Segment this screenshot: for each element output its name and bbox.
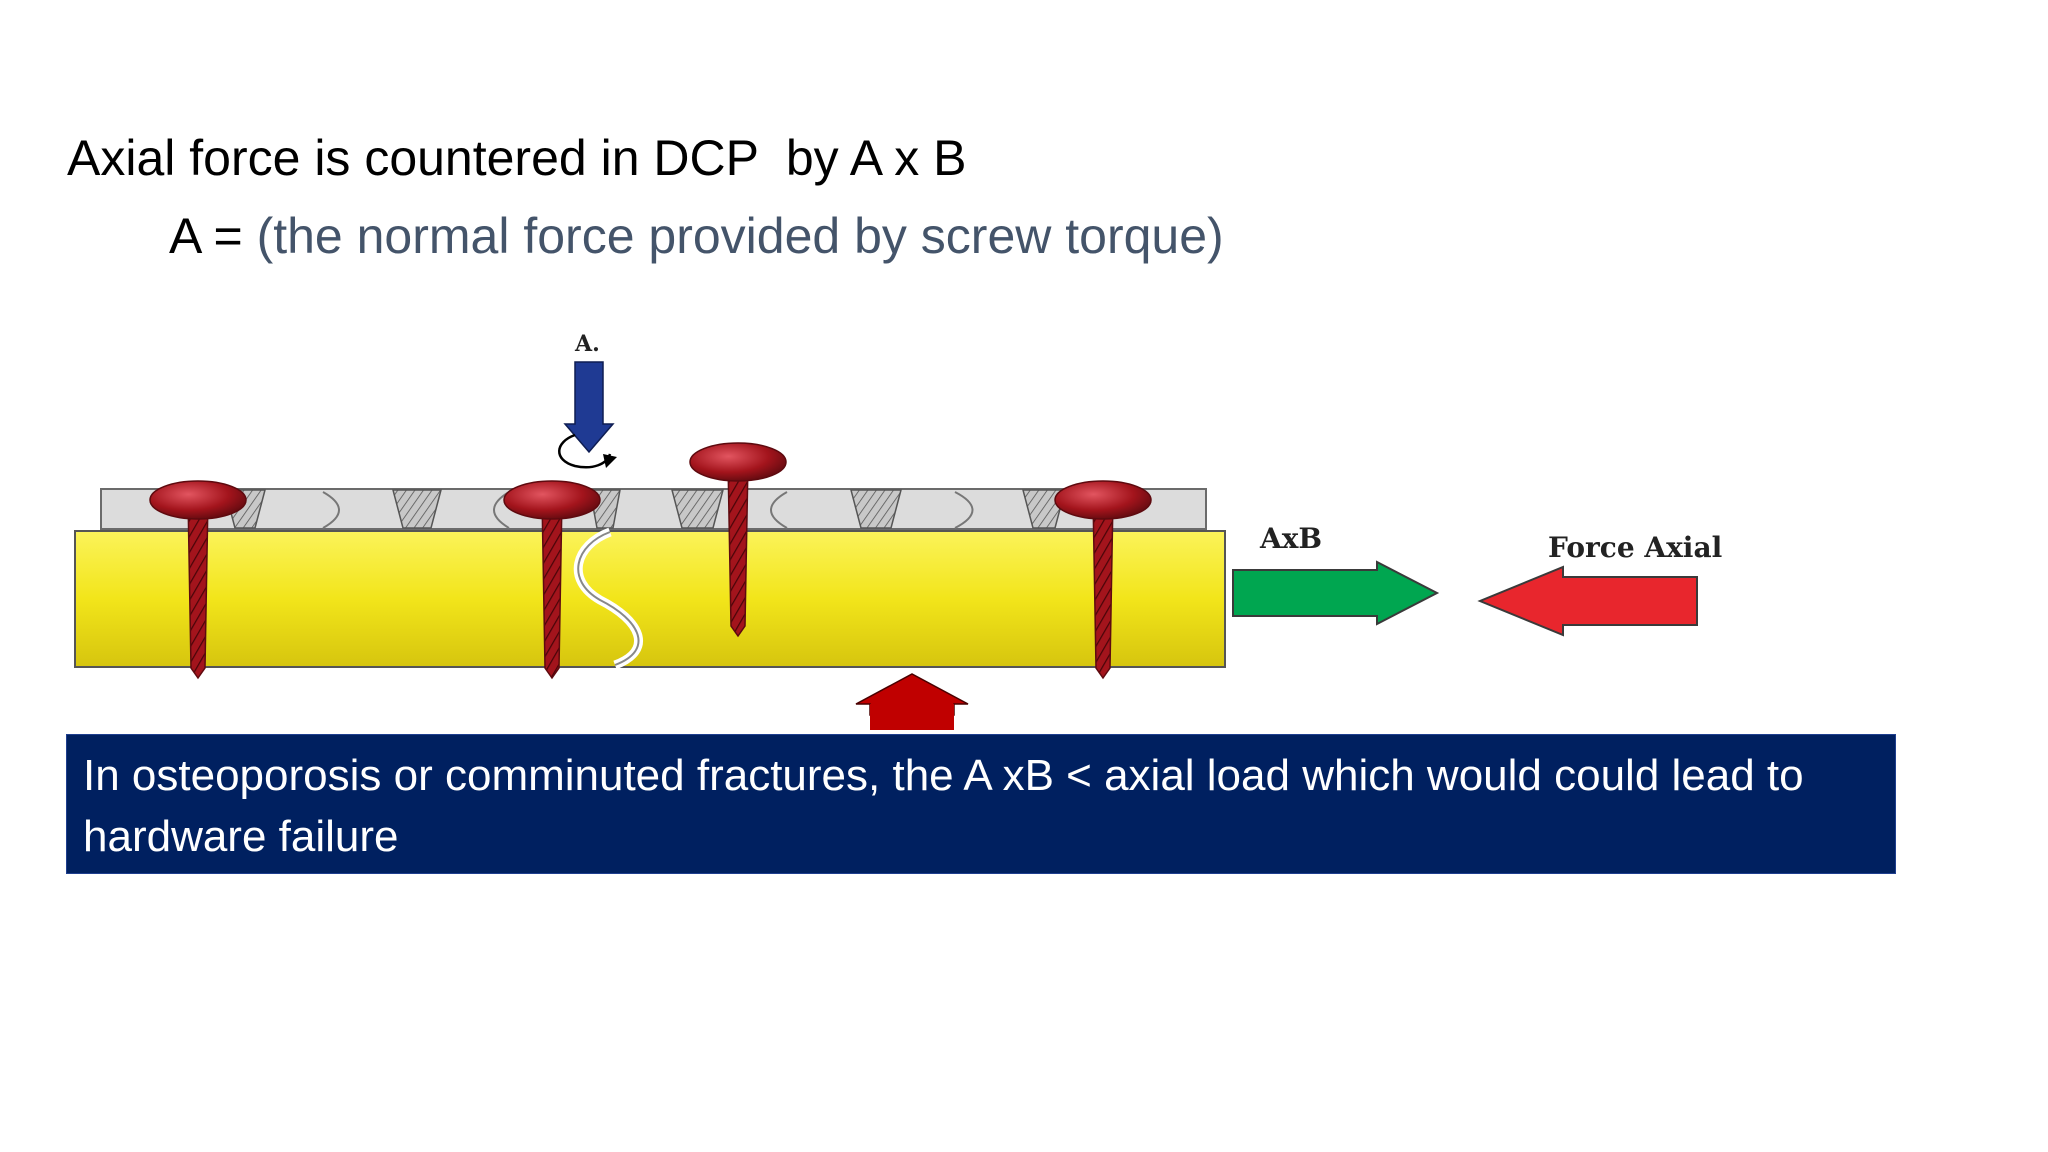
up-arrow-icon <box>855 673 969 730</box>
plate <box>100 488 1207 530</box>
left-arrow-icon <box>1477 565 1698 637</box>
definition-line: A = (the normal force provided by screw … <box>169 206 1224 266</box>
slide-title: Axial force is countered in DCP by A x B <box>67 130 967 186</box>
bone <box>74 530 1226 668</box>
definition-prefix: A = <box>169 208 257 264</box>
callout-box: In osteoporosis or comminuted fractures,… <box>66 734 1896 874</box>
screw-3 <box>689 442 787 638</box>
label-a: A. <box>574 331 600 357</box>
screw-4 <box>1054 480 1152 680</box>
dcp-diagram: A. AxB Force Axial <box>74 331 1722 730</box>
definition-text: (the normal force provided by screw torq… <box>256 208 1224 264</box>
callout-text: In osteoporosis or comminuted fractures,… <box>83 751 1804 861</box>
down-arrow-icon <box>563 361 615 454</box>
label-force-axial: Force Axial <box>1548 531 1722 564</box>
screw-1 <box>149 480 247 680</box>
label-axb: AxB <box>1259 522 1322 555</box>
rotation-icon <box>558 433 617 469</box>
right-arrow-icon <box>1232 560 1440 626</box>
screw-2 <box>503 480 601 680</box>
